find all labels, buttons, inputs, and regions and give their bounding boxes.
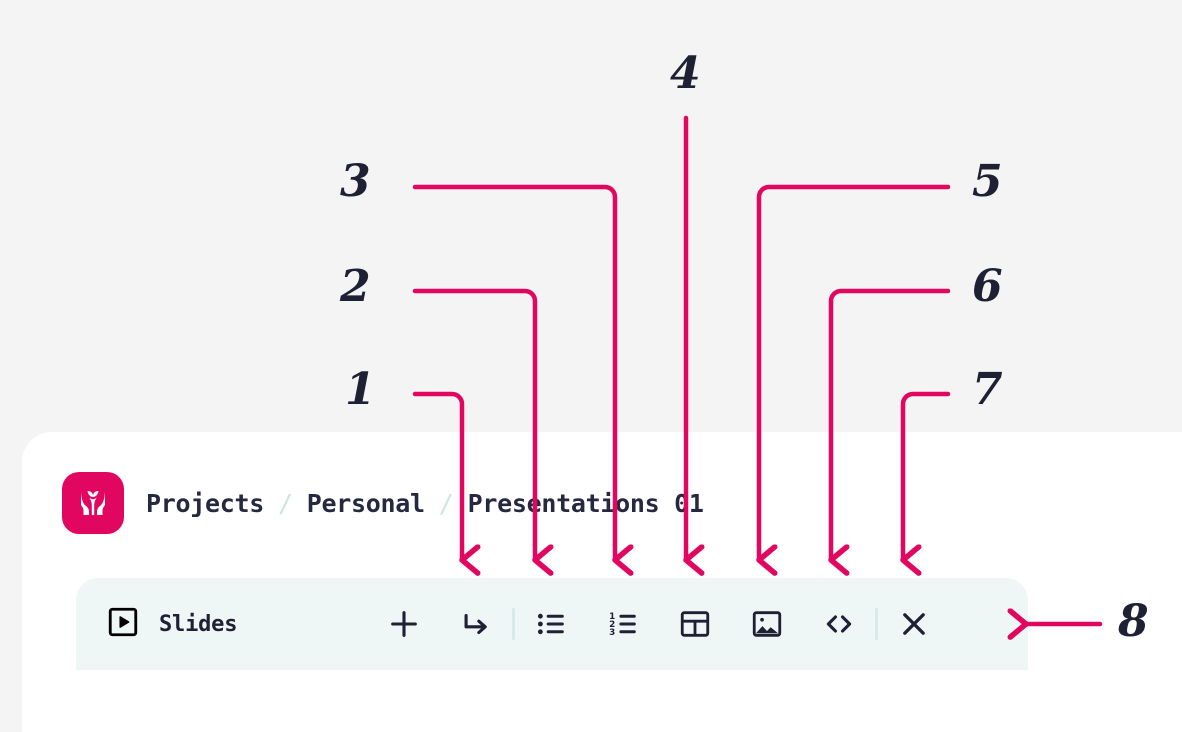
annotation-number-7: 7	[972, 364, 1003, 415]
breadcrumb-item-projects[interactable]: Projects	[146, 488, 265, 518]
annotation-number-6: 6	[972, 261, 1003, 312]
annotation-number-8: 8	[1118, 596, 1149, 647]
spacer	[574, 624, 600, 625]
spacer	[427, 624, 453, 625]
marp-leaf-logo-icon	[62, 472, 124, 534]
insert-code-button[interactable]	[816, 601, 862, 647]
svg-text:1: 1	[609, 612, 615, 622]
breadcrumb-item-presentations-01[interactable]: Presentations 01	[467, 488, 704, 518]
spacer	[718, 624, 744, 625]
slides-section-label: Slides	[159, 611, 238, 637]
spacer	[646, 624, 672, 625]
svg-text:3: 3	[609, 628, 615, 638]
numbered-list-button[interactable]: 1 2 3	[600, 601, 646, 647]
annotation-number-5: 5	[972, 156, 1003, 207]
toolbar-divider	[875, 608, 879, 640]
close-toolbar-button[interactable]	[891, 601, 937, 647]
toolbar-action-group: 1 2 3	[381, 601, 937, 647]
insert-table-button[interactable]	[672, 601, 718, 647]
annotation-number-4: 4	[670, 48, 701, 99]
play-square-icon	[106, 605, 140, 643]
spacer	[790, 624, 816, 625]
breadcrumb-separator: /	[278, 488, 293, 518]
breadcrumb-trail: Projects / Personal / Presentations 01	[146, 489, 704, 518]
slides-toolbar: Slides 1 2 3	[76, 578, 1028, 670]
bulleted-list-button[interactable]	[528, 601, 574, 647]
annotation-number-2: 2	[340, 261, 371, 312]
annotation-number-1: 1	[345, 364, 376, 415]
breadcrumb-item-personal[interactable]: Personal	[306, 488, 425, 518]
breadcrumb: Projects / Personal / Presentations 01	[62, 472, 704, 534]
svg-text:2: 2	[609, 620, 615, 630]
toolbar-divider	[512, 608, 516, 640]
add-slide-button[interactable]	[381, 601, 427, 647]
breadcrumb-separator: /	[438, 488, 454, 518]
slides-section-header: Slides	[106, 605, 237, 643]
annotation-number-3: 3	[340, 156, 371, 207]
insert-image-button[interactable]	[744, 601, 790, 647]
insert-subslide-button[interactable]	[453, 601, 499, 647]
